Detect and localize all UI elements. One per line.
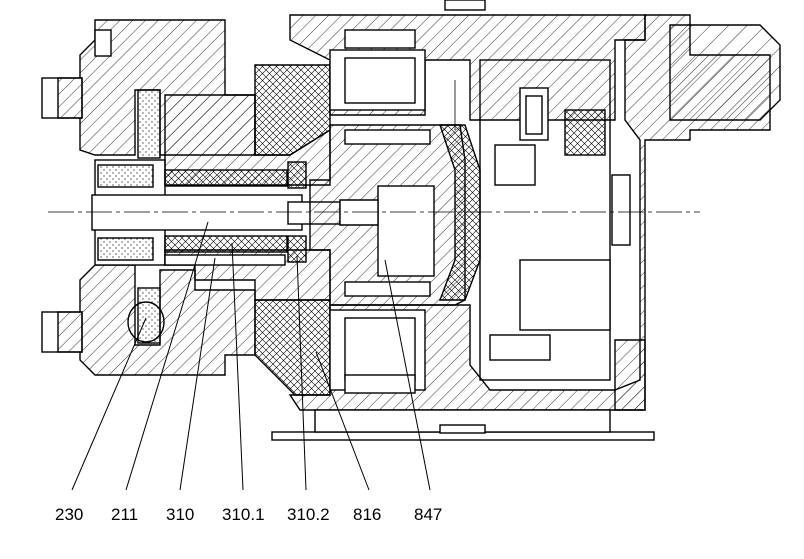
containment-shell-lower <box>254 299 331 396</box>
upper-seal-ring <box>137 89 161 159</box>
callout-leaders <box>71 221 431 491</box>
end-cap-upper-pad <box>97 164 154 188</box>
leader-847 <box>384 259 431 491</box>
top-terminal <box>444 0 486 11</box>
leader-816 <box>315 351 370 491</box>
rotor-can <box>438 124 481 301</box>
base-foot-slot <box>439 424 486 434</box>
upper-bearing-bush <box>164 169 288 187</box>
right-flange <box>669 24 781 121</box>
upper-connector-nut <box>57 77 83 119</box>
upper-thrust-ring <box>287 161 307 189</box>
callout-310: 310 <box>166 505 194 524</box>
leader-230 <box>71 317 147 491</box>
leader-310-2 <box>296 255 307 491</box>
callout-310-2: 310.2 <box>287 505 330 524</box>
callout-310-1: 310.1 <box>222 505 265 524</box>
rotor-top-band <box>344 129 431 145</box>
connector-strip <box>611 174 631 246</box>
lower-electronics-block <box>489 334 551 361</box>
lower-bearing-bush <box>164 235 288 253</box>
rotor-bottom-band <box>344 281 431 297</box>
lower-seal-oring <box>127 301 165 343</box>
left-end-housing-lower <box>79 264 256 376</box>
top-left-stub <box>94 29 112 57</box>
winding-bottom-strip <box>344 374 416 394</box>
terminal-block <box>494 144 536 186</box>
drawing-body <box>41 0 781 441</box>
lower-connector-nut <box>57 311 83 353</box>
lower-seal-ring <box>137 287 161 344</box>
leader-310-1 <box>231 242 244 491</box>
callout-847: 847 <box>414 505 442 524</box>
leader-310 <box>179 257 216 491</box>
callout-230: 230 <box>55 505 83 524</box>
callout-labels: 230 211 310 310.1 310.2 816 847 <box>55 505 442 524</box>
winding-top-strip <box>344 29 416 49</box>
winding-top-inner <box>344 57 416 104</box>
capacitor-top-inner <box>525 95 543 135</box>
containment-shell-upper <box>254 64 331 156</box>
heat-sink <box>519 259 611 331</box>
winding-top <box>329 49 426 111</box>
ic-block <box>564 109 606 156</box>
rotor-core <box>377 185 435 277</box>
shaft <box>91 194 303 231</box>
end-cap-lower-pad <box>97 237 154 261</box>
rotor-core-bore <box>339 199 379 226</box>
electronics-board-frame <box>479 59 611 381</box>
callout-816: 816 <box>353 505 381 524</box>
callout-211: 211 <box>111 505 138 524</box>
leader-211 <box>125 221 209 491</box>
bearing-sleeve <box>164 254 286 266</box>
